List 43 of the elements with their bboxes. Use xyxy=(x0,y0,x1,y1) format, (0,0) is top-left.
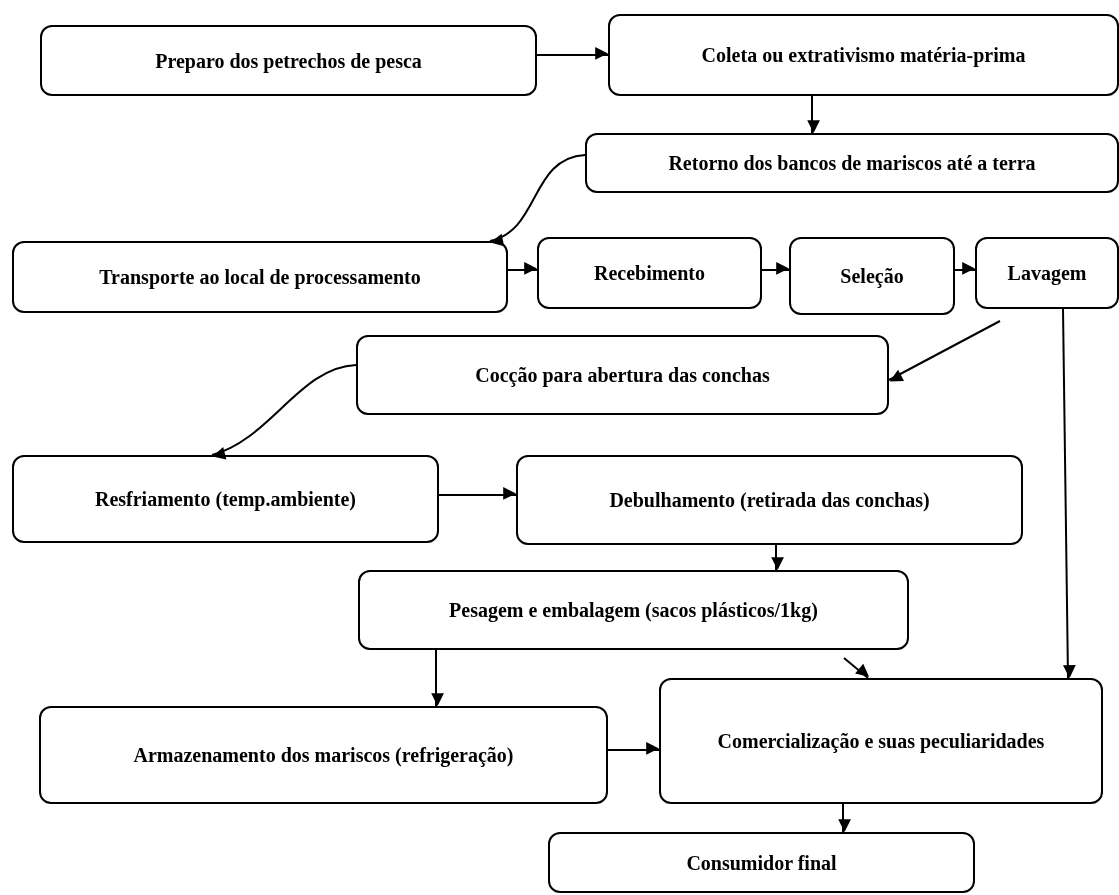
arrow xyxy=(771,544,784,571)
arrow xyxy=(536,47,609,60)
step-label: Lavagem xyxy=(1007,261,1087,285)
arrow xyxy=(843,657,869,679)
arrow xyxy=(807,95,820,134)
process-box xyxy=(659,678,1103,804)
step-label: Comercialização e suas peculiaridades xyxy=(717,729,1045,755)
arrow xyxy=(489,154,586,245)
arrow xyxy=(431,649,444,707)
step-label: Coleta ou extrativismo matéria-prima xyxy=(701,43,1026,67)
arrow xyxy=(954,262,976,275)
process-box xyxy=(12,455,439,543)
process-box xyxy=(975,237,1119,309)
process-box xyxy=(789,237,955,315)
step-label: Retorno dos bancos de mariscos até a terra xyxy=(668,151,1036,175)
process-box xyxy=(585,133,1119,193)
arrow xyxy=(507,262,538,275)
arrow xyxy=(607,742,660,755)
process-box xyxy=(356,335,889,415)
process-box xyxy=(516,455,1023,545)
arrow xyxy=(211,364,357,459)
step-label: Seleção xyxy=(840,264,904,288)
arrow xyxy=(1062,308,1076,679)
step-label: Armazenamento dos mariscos (refrigeração) xyxy=(133,743,514,767)
step-label: Resfriamento (temp.ambiente) xyxy=(94,487,356,511)
step-label: Preparo dos petrechos de pesca xyxy=(155,48,422,73)
arrow xyxy=(838,803,851,833)
step-label: Pesagem e embalagem (sacos plásticos/1kg) xyxy=(449,598,818,622)
process-box xyxy=(358,570,909,650)
process-box xyxy=(537,237,762,309)
process-box xyxy=(40,25,537,96)
step-label: Debulhamento (retirada das conchas) xyxy=(609,488,930,512)
process-box xyxy=(12,241,508,313)
step-label: Cocção para abertura das conchas xyxy=(475,363,770,387)
process-box xyxy=(608,14,1119,96)
step-label: Consumidor final xyxy=(686,850,837,875)
step-label: Transporte ao local de processamento xyxy=(99,265,421,289)
arrow xyxy=(438,487,517,500)
process-box xyxy=(39,706,608,804)
arrow xyxy=(761,262,790,275)
step-label: Recebimento xyxy=(593,261,706,285)
arrow xyxy=(888,320,1001,382)
process-box xyxy=(548,832,975,893)
